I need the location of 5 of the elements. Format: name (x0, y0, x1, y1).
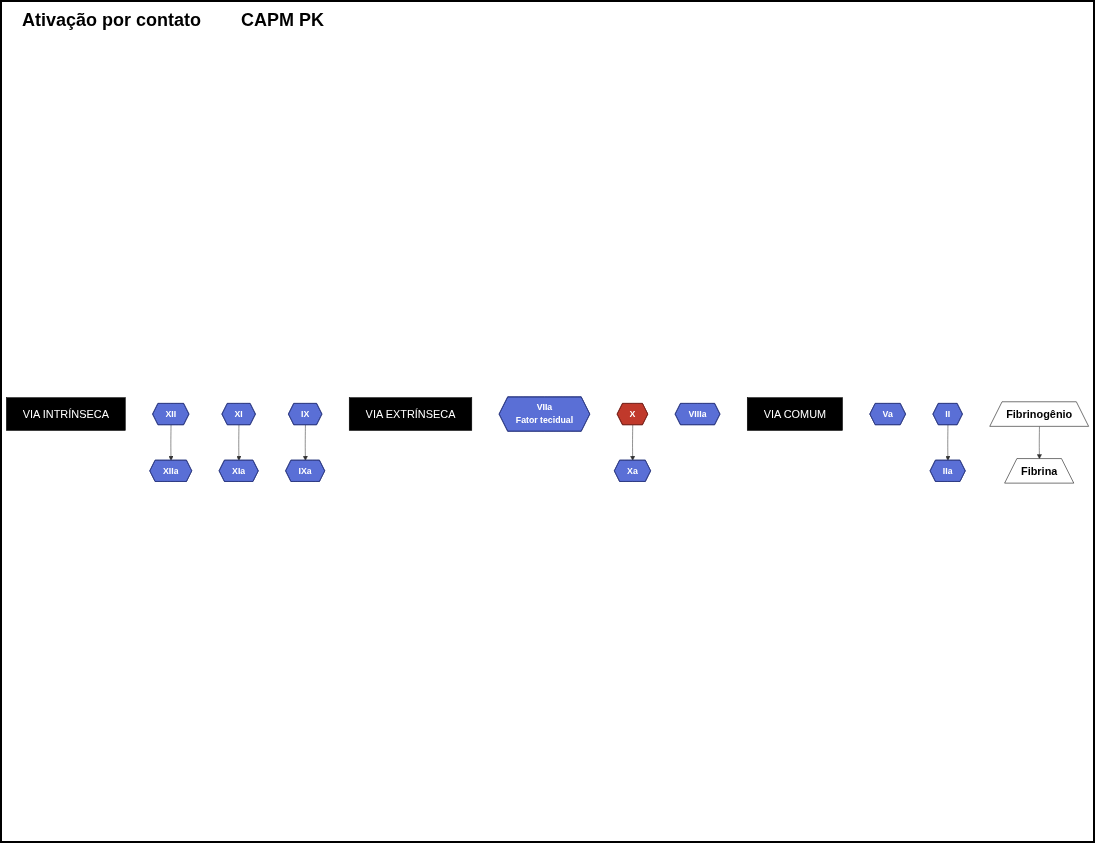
node-box: VIA COMUM (747, 397, 843, 431)
node-box: VIA INTRÍNSECA (6, 397, 126, 431)
note-label: CAPM PK (241, 10, 325, 31)
note-label: Ativação por contato (22, 10, 202, 31)
node-box: VIA EXTRÍNSECA (348, 397, 473, 431)
